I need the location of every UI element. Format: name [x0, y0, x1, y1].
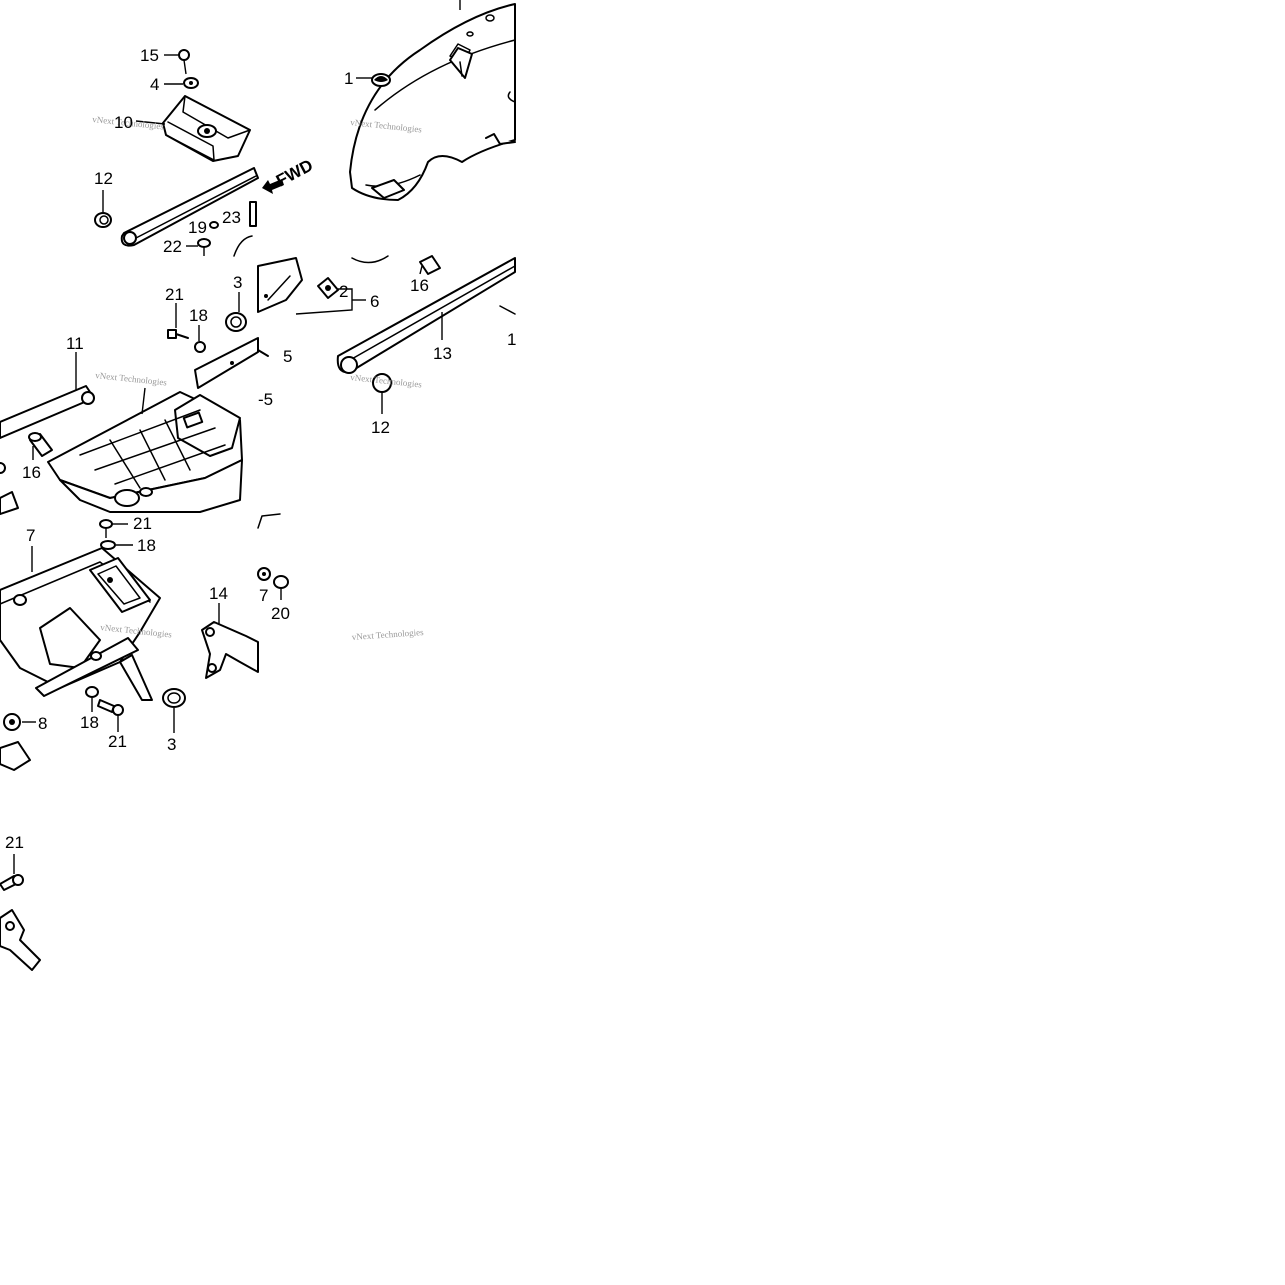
cap-1: [356, 73, 391, 87]
collar-16-right: [419, 255, 441, 275]
bolt-21-mid: [167, 303, 189, 339]
frame-edge: [233, 235, 253, 257]
washer-18-lower: [100, 540, 133, 550]
rear-carrier: [47, 387, 243, 513]
tile-lower-left: vNext Technologies: [0, 519, 259, 771]
fastener-5-edge: [257, 349, 269, 357]
fwd-arrow: FWD: [262, 156, 316, 194]
washer-18-mid: [194, 325, 206, 353]
bolt-21-lower: [99, 519, 128, 538]
callout-21-tile7: 21: [5, 833, 24, 852]
callout-3-lower: 3: [167, 735, 176, 754]
tile-top-right: vNext Technologies: [349, 0, 516, 201]
washer-18-bottom: [85, 686, 99, 712]
callout-4: 4: [150, 75, 159, 94]
washer-19: [209, 221, 219, 229]
callout-22: 22: [163, 237, 182, 256]
stay-rod-13: [336, 257, 516, 374]
part-edge-bottom: [0, 741, 31, 771]
callout-1-edge: 1: [507, 330, 516, 349]
side-bracket-2-6: [257, 255, 389, 315]
callout-8: 8: [38, 714, 47, 733]
grommet-3-mid: [225, 292, 247, 332]
callout-12: 12: [94, 169, 113, 188]
bracket-14: [201, 603, 259, 679]
callout-12-right: 12: [371, 418, 390, 437]
washer-4: [164, 77, 199, 89]
callout-15: 15: [140, 46, 159, 65]
callout-5: 5: [283, 347, 292, 366]
callout-7-right: 7: [259, 586, 268, 605]
bolt-20: [273, 575, 289, 600]
bolt-edge: [499, 305, 516, 315]
collar-16-mid: [28, 432, 53, 460]
grommet-12-top: [94, 190, 112, 228]
nut-edge: [0, 462, 6, 474]
nut-7: [257, 567, 271, 581]
watermark: vNext Technologies: [95, 370, 168, 388]
tile-top-left: FWD vNext Technologies: [92, 49, 316, 257]
callout-7: 7: [26, 526, 35, 545]
callout-3: 3: [233, 273, 242, 292]
callout-16: 16: [410, 276, 429, 295]
callout-11: 11: [66, 334, 84, 353]
callout-23: 23: [222, 208, 241, 227]
tool-tray-7: [0, 546, 161, 701]
callout-18-lower: 18: [137, 536, 156, 555]
bolt-21-bottom: [97, 699, 124, 732]
stay-rod-11: [0, 352, 95, 439]
callout-6: 6: [370, 292, 379, 311]
callout-21: 21: [165, 285, 184, 304]
battery-holder-10: [135, 95, 251, 162]
callout-16-mid: 16: [22, 463, 41, 482]
tile-middle: vNext Technologies: [257, 255, 516, 414]
rear-fender: [349, 0, 516, 201]
callout-10: 10: [114, 113, 133, 132]
grommet-3-lower: [162, 688, 186, 733]
bracket-5: [194, 337, 259, 389]
callout-18-bottom: 18: [80, 713, 99, 732]
callout-1: 1: [344, 69, 353, 88]
watermark: vNext Technologies: [351, 627, 424, 642]
callout-minus-5: -5: [258, 390, 273, 409]
stay-rod-top: [120, 167, 259, 247]
callout-18: 18: [189, 306, 208, 325]
bolt-15: [164, 49, 190, 75]
callout-19: 19: [188, 218, 207, 237]
grommet-12-right: [372, 373, 392, 414]
part-edge-top: [257, 513, 281, 529]
callout-20: 20: [271, 604, 290, 623]
callout-13: 13: [433, 344, 452, 363]
callout-21-bottom: 21: [108, 732, 127, 751]
tile-mid-left: vNext Technologies: [0, 292, 259, 515]
bolt-23: [249, 201, 257, 227]
callout-21-lower: 21: [133, 514, 152, 533]
bracket-edge: [0, 909, 41, 971]
fwd-label: FWD: [273, 156, 316, 191]
callout-2: 2: [339, 282, 348, 301]
tile-bottom-left: [0, 854, 41, 971]
callout-labels: 15 4 10 12 19 23 22 1 21 18 3 2 6 16 11 …: [5, 46, 516, 852]
nut-8: [3, 713, 36, 731]
bolt-22: [186, 238, 211, 256]
callout-14: 14: [209, 584, 228, 603]
bolt-21-tile7: [0, 854, 24, 891]
part-edge: [0, 491, 19, 515]
